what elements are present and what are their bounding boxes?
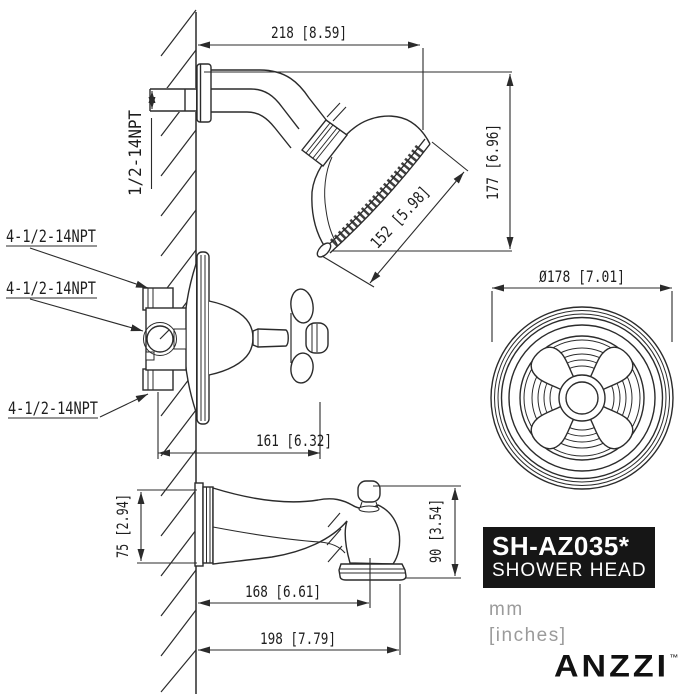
- units-note: mm [inches]: [489, 597, 566, 648]
- head-tip: [316, 242, 332, 258]
- trademark-symbol: ™: [669, 652, 679, 662]
- dimension-161: [157, 392, 321, 459]
- head-back: [311, 164, 326, 248]
- dimension-152: [321, 141, 469, 288]
- label-valve-thread-mid: 4-1/2-14NPT: [6, 279, 96, 299]
- valve-assembly-side-view: [142, 251, 329, 425]
- handle-top-paddle: [290, 288, 314, 324]
- reflection-marks-arm: [326, 102, 347, 122]
- dimension-lines: [6, 41, 673, 655]
- reflection-marks-spout: [326, 512, 343, 563]
- dim-spout-reach: 168 [6.61]: [245, 582, 321, 601]
- dimension-178: [491, 284, 673, 342]
- handle-bottom-paddle: [290, 352, 314, 384]
- dimension-218: [198, 41, 424, 130]
- trim-bell: [208, 300, 254, 376]
- shower-head-side-view: [301, 115, 431, 258]
- brand-logo: ANZZI™: [554, 649, 679, 684]
- escutcheon-side: [196, 251, 210, 425]
- product-label-box: SH-AZ035* SHOWER HEAD: [483, 527, 655, 588]
- product-model: SH-AZ035*: [492, 530, 630, 561]
- product-name: SHOWER HEAD: [492, 560, 647, 582]
- units-primary: mm: [489, 599, 524, 620]
- dimension-177: [204, 71, 514, 252]
- spout-body: [212, 487, 401, 565]
- dim-escutcheon-diameter: Ø178 [7.01]: [539, 267, 625, 286]
- dimension-168: [198, 558, 371, 608]
- dimension-arm-thread: [148, 91, 156, 189]
- handle-stem: [252, 328, 289, 348]
- dim-spout-flange: 75 [2.94]: [113, 494, 132, 558]
- dimension-198: [198, 584, 401, 655]
- dimension-75: [137, 489, 197, 564]
- diverter-knob: [357, 480, 381, 503]
- cross-handle-paddles: [530, 346, 634, 450]
- wall-hatching: [160, 9, 197, 693]
- dim-spout-overall: 198 [7.79]: [260, 629, 336, 648]
- handle-front-view: [490, 306, 674, 490]
- shower-arm-side-view: [148, 63, 347, 149]
- dim-valve-depth: 161 [6.32]: [256, 431, 332, 450]
- leader-lines: [6, 245, 149, 419]
- label-valve-thread-bottom: 4-1/2-14NPT: [8, 399, 98, 419]
- valve-cartridge-ring: [143, 322, 177, 356]
- dim-arm-length: 218 [8.59]: [271, 23, 347, 42]
- head-dome: [345, 115, 431, 145]
- label-valve-thread-top: 4-1/2-14NPT: [6, 227, 96, 247]
- dim-spout-height: 90 [3.54]: [426, 499, 445, 563]
- tub-spout-side-view: [194, 480, 407, 581]
- dimension-90: [373, 485, 461, 579]
- dim-head-drop: 177 [6.96]: [483, 124, 502, 200]
- spout-mouth-flare: [338, 563, 407, 581]
- spout-contour: [212, 526, 346, 554]
- head-inner-contour: [324, 156, 338, 245]
- spout-flange: [194, 482, 204, 567]
- units-secondary: [inches]: [489, 624, 567, 646]
- label-arm-thread: 1/2-14NPT: [126, 110, 146, 196]
